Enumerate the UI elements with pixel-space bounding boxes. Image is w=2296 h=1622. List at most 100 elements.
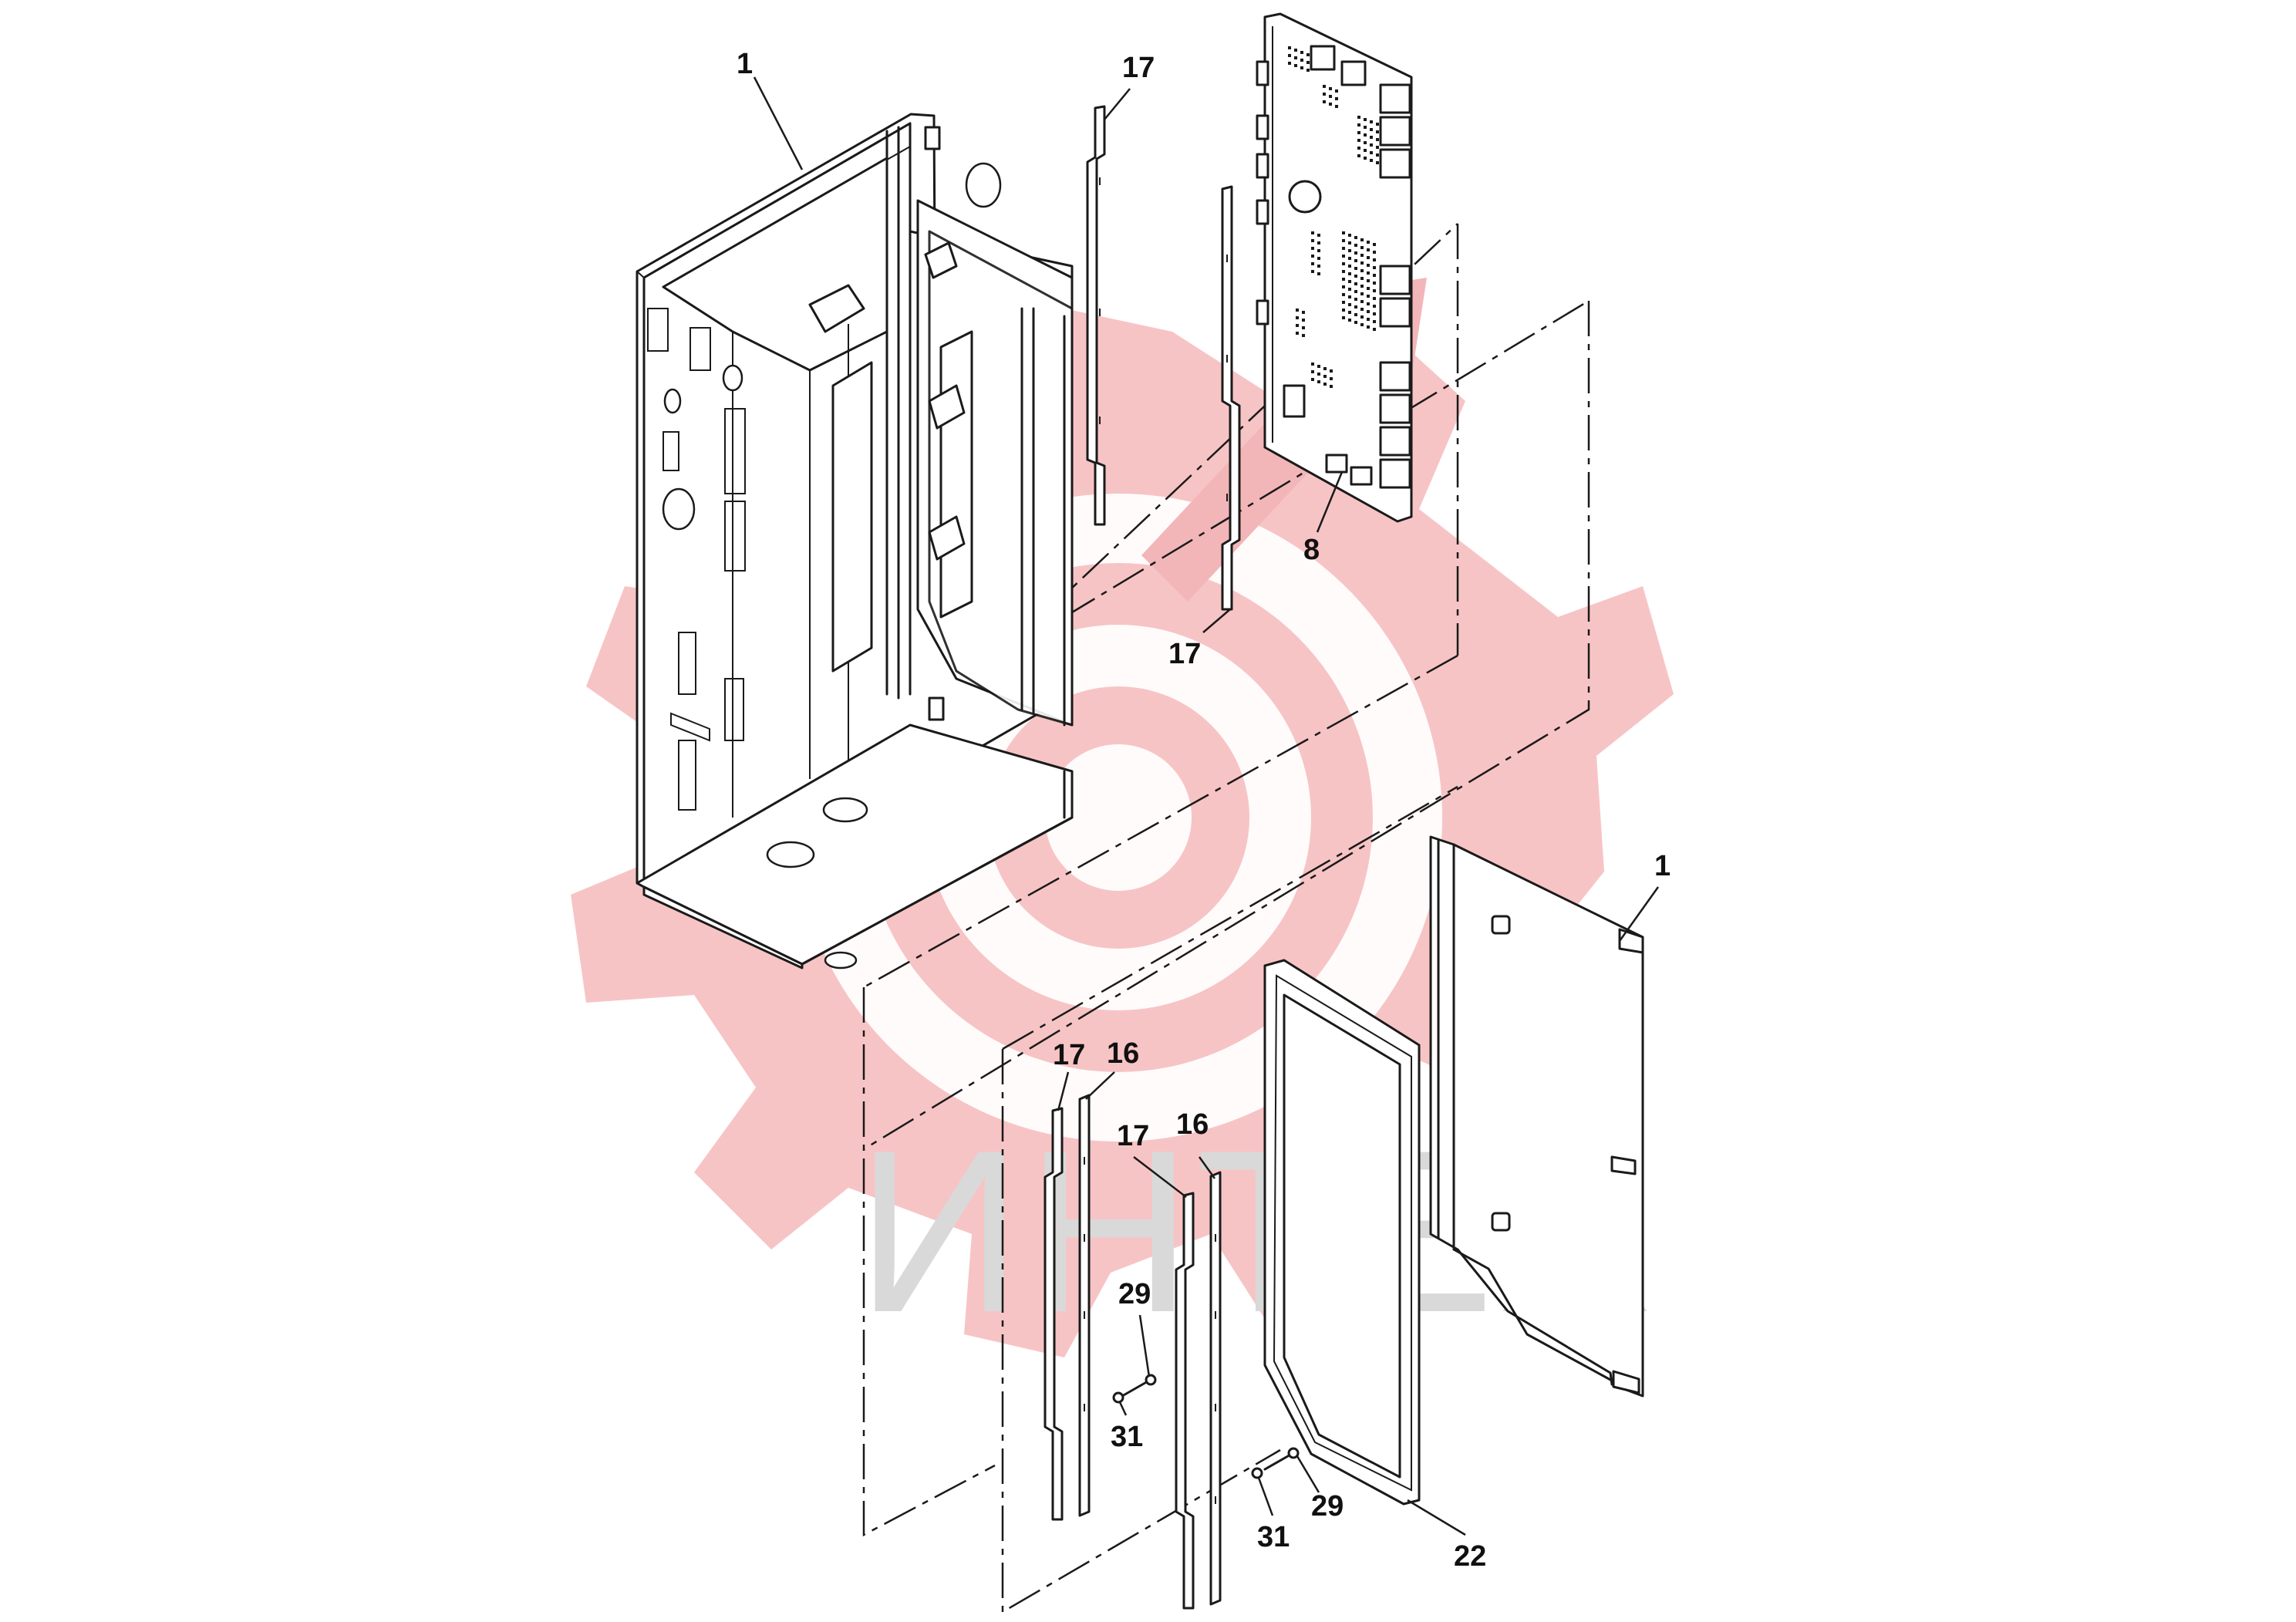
board-component [1342,255,1345,258]
board-component [1367,325,1370,329]
board-component [1329,95,1332,98]
board-component [1373,258,1376,261]
board-component [1354,259,1357,262]
board-component [1348,257,1351,260]
board-component [1357,154,1360,157]
callout-1-side-cover: 1 [1654,850,1671,882]
board-component [1296,309,1299,312]
board-component [1311,378,1314,381]
board-component [1317,249,1320,252]
board-component [1294,64,1297,67]
retainer-strip-lower-left [1078,1094,1091,1517]
board-component [1302,319,1305,322]
board-component [1342,316,1345,319]
retainer-strip-lower-right [1209,1171,1222,1606]
board-component [1364,149,1367,152]
board-component [1373,251,1376,254]
board-component [1311,370,1314,373]
board-component [1348,295,1351,298]
board-component [1306,61,1310,64]
board-component [1370,143,1373,147]
board-component [1300,66,1303,69]
board-component [1296,324,1299,327]
board-component [1360,269,1364,272]
board-component [1360,261,1364,265]
board-component [1354,298,1357,301]
board-component [1302,311,1305,314]
board-component [1317,265,1320,268]
board-component [1367,264,1370,267]
board-component [1348,265,1351,268]
board-component [1348,280,1351,283]
board-component [1330,369,1333,373]
bottom-hole [766,841,815,868]
enclosure-box [636,113,1074,969]
board-component [1288,46,1291,49]
bottom-hole [822,797,868,823]
board-component [1311,239,1314,242]
board-component [1373,266,1376,269]
board-component [1294,49,1297,52]
callout-29-left: 29 [1118,1278,1151,1310]
board-component [1342,239,1345,242]
board-component [1376,161,1379,164]
board-component [1360,323,1364,326]
board-component [1364,141,1367,144]
board-component [1357,147,1360,150]
board-component [1335,89,1338,93]
board-component [1342,270,1345,273]
board-component [1373,274,1376,277]
board-component [1288,62,1291,65]
board-component [1357,116,1360,119]
board-component [1354,305,1357,309]
board-component [1360,308,1364,311]
transformer [1288,180,1322,214]
callout-17-lower-left: 17 [1053,1039,1085,1071]
board-component [1329,87,1332,90]
board-component [1370,136,1373,139]
board-component [1348,311,1351,314]
board-component [1364,157,1367,160]
board-component [1354,236,1357,239]
board-component [1367,318,1370,321]
screw-right [1263,1447,1300,1471]
knockout [647,308,669,352]
board-component [1348,288,1351,291]
board-component [1373,243,1376,246]
board-component [1367,271,1370,275]
board-component [1300,51,1303,54]
board-component [1373,282,1376,285]
callout-16-lower-left: 16 [1107,1037,1139,1070]
callout-31-right: 31 [1257,1521,1290,1553]
board-component [1296,332,1299,335]
board-component [1323,100,1326,103]
board-component [1335,105,1338,108]
gasket-strip-lower-left [1043,1107,1064,1521]
board-component [1376,153,1379,157]
board-component [1370,120,1373,123]
board-component [1348,234,1351,237]
board-component [1357,123,1360,126]
leader-lines [753,76,1660,1536]
component-grid [1288,46,1379,388]
board-component [1302,326,1305,329]
callout-8-board: 8 [1303,534,1320,566]
board-component [1373,320,1376,323]
callout-29-right: 29 [1311,1490,1344,1523]
board-component [1335,97,1338,100]
callout-31-left: 31 [1111,1421,1143,1453]
board-component [1348,249,1351,252]
board-component [1370,128,1373,131]
board-component [1342,231,1345,234]
board-component [1300,59,1303,62]
board-component [1354,275,1357,278]
gasket-strip-center [1221,185,1241,611]
board-component [1329,103,1332,106]
board-component [1323,367,1327,370]
board-component [1360,238,1364,241]
board-component [1302,334,1305,337]
board-component [1360,292,1364,295]
board-component [1296,316,1299,319]
board-component [1354,321,1357,324]
